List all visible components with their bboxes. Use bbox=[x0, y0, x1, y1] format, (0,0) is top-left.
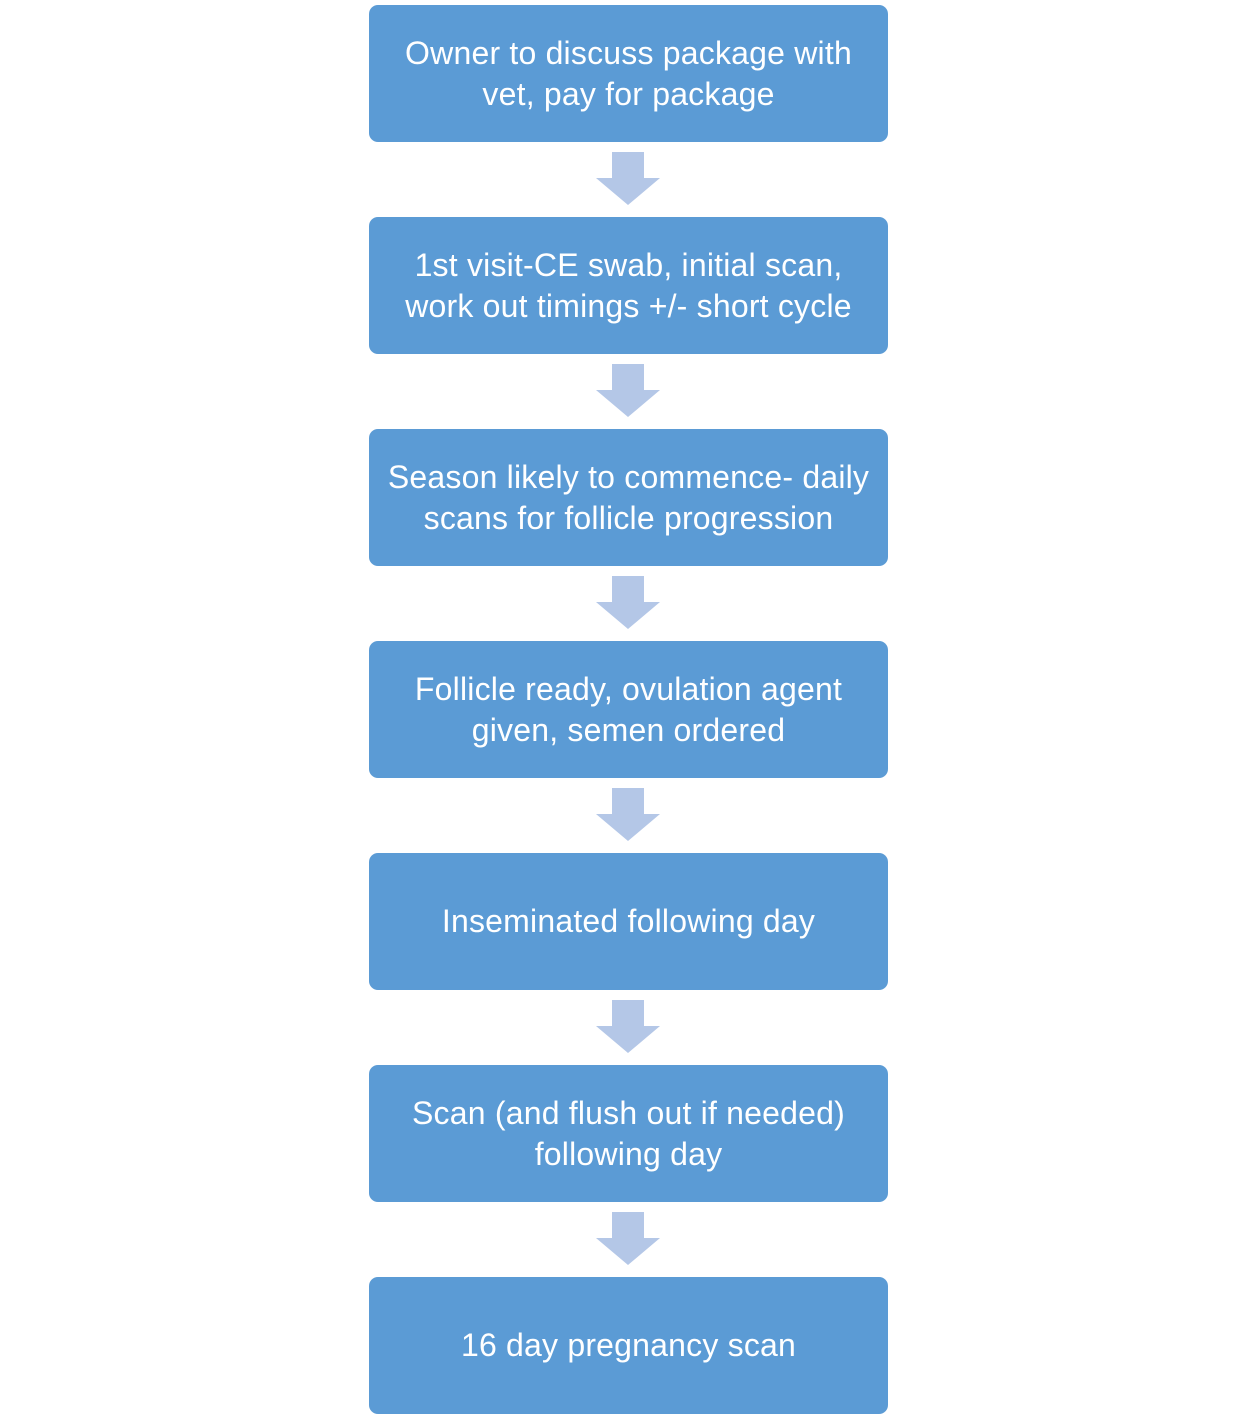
down-arrow-icon bbox=[596, 364, 660, 417]
step-owner-discuss-package: Owner to discuss package with vet, pay f… bbox=[369, 5, 888, 142]
step-pregnancy-scan: 16 day pregnancy scan bbox=[369, 1277, 888, 1414]
step-label: 1st visit-CE swab, initial scan, work ou… bbox=[405, 246, 852, 324]
down-arrow-icon bbox=[596, 1212, 660, 1265]
down-arrow-icon bbox=[596, 1000, 660, 1053]
step-label: Season likely to commence- daily scans f… bbox=[387, 458, 870, 536]
step-label: Scan (and flush out if needed) following… bbox=[412, 1094, 845, 1172]
step-label: Owner to discuss package with vet, pay f… bbox=[405, 34, 852, 112]
down-arrow-icon bbox=[596, 576, 660, 629]
step-label: Inseminated following day bbox=[441, 903, 816, 939]
step-label: Follicle ready, ovulation agent given, s… bbox=[414, 670, 843, 748]
step-inseminated: Inseminated following day bbox=[369, 853, 888, 990]
step-label: 16 day pregnancy scan bbox=[460, 1327, 797, 1363]
step-scan-flush: Scan (and flush out if needed) following… bbox=[369, 1065, 888, 1202]
down-arrow-icon bbox=[596, 152, 660, 205]
step-first-visit: 1st visit-CE swab, initial scan, work ou… bbox=[369, 217, 888, 354]
step-season-commence: Season likely to commence- daily scans f… bbox=[369, 429, 888, 566]
step-follicle-ready: Follicle ready, ovulation agent given, s… bbox=[369, 641, 888, 778]
down-arrow-icon bbox=[596, 788, 660, 841]
